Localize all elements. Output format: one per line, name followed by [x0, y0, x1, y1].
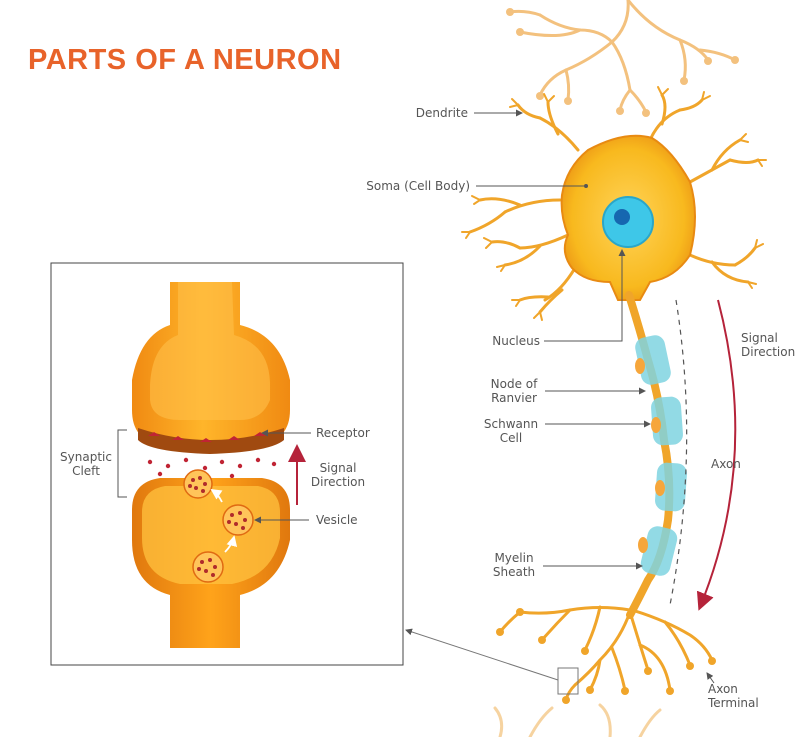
label-signal-direction: Signal Direction [741, 331, 795, 359]
myelin-sheaths [635, 335, 687, 576]
label-axon: Axon [711, 457, 741, 471]
lower-faded-branches [493, 703, 662, 737]
label-node-line2: Ranvier [491, 391, 537, 405]
axon-terminal-tree [498, 605, 714, 702]
label-schwann-line1: Schwann [483, 417, 539, 431]
zoom-box [557, 667, 579, 695]
label-schwann-line2: Cell [499, 431, 523, 445]
label-nucleus-text: Nucleus [492, 334, 540, 348]
neurotransmitter-dots [147, 457, 277, 479]
label-node-line1: Node of [490, 377, 538, 391]
label-signal-line1: Signal [741, 331, 778, 345]
label-myelin-sheath: Myelin Sheath [486, 551, 542, 579]
label-synaptic-cleft: Synaptic Cleft [56, 450, 116, 478]
schwann-nuclei [635, 358, 665, 553]
label-axon-terminal-line2: Terminal [708, 696, 759, 710]
page-title: PARTS OF A NEURON [28, 44, 342, 76]
label-inset-signal-line1: Signal [319, 461, 357, 475]
label-axon-terminal-line1: Axon [708, 682, 738, 696]
inset-pointers [117, 429, 311, 524]
label-schwann-cell: Schwann Cell [480, 417, 542, 445]
upper-dendrite-bulbs [506, 8, 739, 117]
label-soma-text: Soma (Cell Body) [366, 179, 470, 193]
axon-terminal-bulbs [496, 608, 716, 704]
vesicle-dots [188, 476, 247, 577]
label-vesicle-text: Vesicle [316, 513, 358, 527]
label-inset-signal-line2: Direction [310, 475, 366, 489]
label-receptor-text: Receptor [316, 426, 370, 440]
label-soma: Soma (Cell Body) [350, 179, 470, 193]
label-vesicle: Vesicle [316, 513, 358, 527]
label-axon-terminal: Axon Terminal [708, 682, 759, 710]
presynaptic-terminal [132, 282, 290, 454]
signal-direction-arrow [696, 299, 737, 611]
label-pointers [474, 109, 715, 684]
label-node-of-ranvier: Node of Ranvier [484, 377, 544, 405]
label-nucleus: Nucleus [470, 334, 540, 348]
label-receptor: Receptor [316, 426, 370, 440]
vesicle-flow-arrows [210, 489, 238, 553]
dashed-signal-arc [669, 299, 688, 606]
label-synaptic-line2: Cleft [72, 464, 100, 478]
label-inset-signal-direction: Signal Direction [304, 461, 372, 489]
label-synaptic-line1: Synaptic [60, 450, 112, 464]
soma-dendrite-tips [461, 86, 767, 321]
label-myelin-line1: Myelin [494, 551, 534, 565]
soma-point [584, 184, 588, 188]
zoom-pointer [405, 628, 559, 681]
label-signal-line2: Direction [741, 345, 796, 359]
upper-dendrite-tree [508, 0, 737, 114]
label-axon-text: Axon [711, 457, 741, 471]
label-dendrite-text: Dendrite [415, 106, 468, 120]
nucleus-inner [614, 209, 630, 225]
label-myelin-line2: Sheath [492, 565, 536, 579]
label-dendrite: Dendrite [400, 106, 468, 120]
soma-dendrites [468, 93, 760, 314]
